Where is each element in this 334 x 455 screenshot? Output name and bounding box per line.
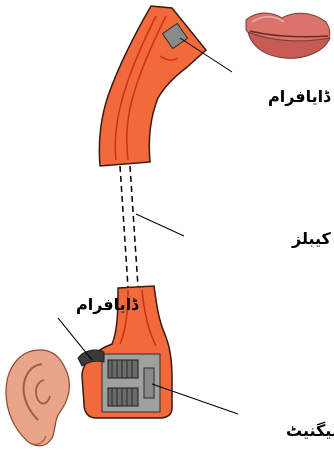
- cable-pointer: [136, 214, 184, 236]
- electromagnet: [102, 354, 160, 412]
- telephone-cables: [120, 166, 138, 287]
- lips-icon: [246, 13, 330, 58]
- bottom-diaphragm-pointer: [58, 318, 92, 360]
- cable-label: ٹیلی فون کیبلز: [291, 229, 334, 248]
- transmitter-body: [99, 6, 206, 166]
- bottom-diaphragm-label: ڈایافرام: [76, 295, 139, 314]
- ear-icon: [6, 350, 69, 446]
- top-diaphragm-label: ڈایافرام: [268, 87, 331, 106]
